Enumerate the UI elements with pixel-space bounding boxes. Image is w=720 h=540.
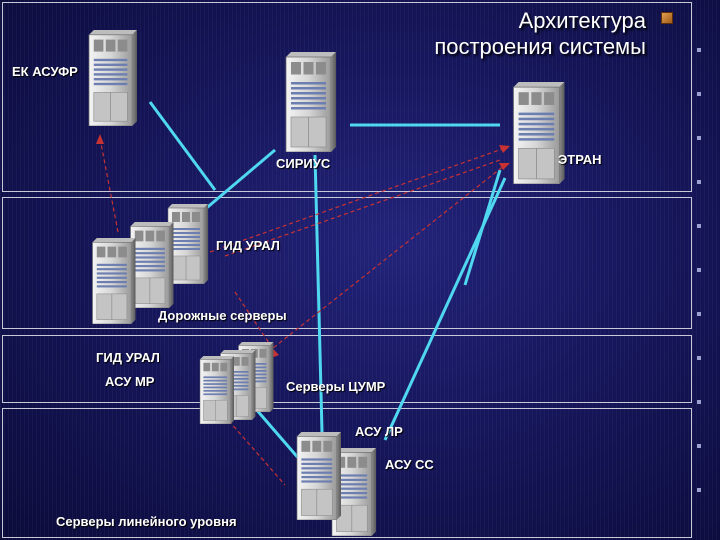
slide-title: Архитектура построения системы (434, 8, 646, 60)
margin-dot (697, 224, 701, 228)
title-bullet-icon (661, 12, 673, 24)
margin-dot (697, 180, 701, 184)
server-ek-asufr-icon (88, 30, 138, 126)
server-line-1-icon (296, 432, 342, 520)
margin-dot (697, 444, 701, 448)
dashed-road-etran (209, 147, 506, 253)
link-etran-line (383, 177, 507, 441)
label-asu-ss: АСУ СС (385, 457, 434, 472)
zone-road (2, 197, 692, 329)
zone-line (2, 408, 692, 538)
margin-dot (697, 400, 701, 404)
margin-dot (697, 48, 701, 52)
server-cumr-1-icon (199, 356, 235, 424)
margin-dot (697, 268, 701, 272)
solid-links (148, 101, 507, 461)
link-ek-road (148, 101, 217, 191)
server-etran-icon (512, 82, 566, 184)
server-road-1-icon (91, 238, 137, 324)
server-road-2-icon (129, 222, 175, 308)
label-etran: ЭТРАН (558, 152, 602, 167)
margin-dot (697, 92, 701, 96)
margin-dot (697, 356, 701, 360)
label-line-servers: Серверы линейного уровня (56, 514, 237, 529)
zone-central (2, 2, 692, 192)
server-sirius-icon (285, 52, 337, 152)
label-asu-lr: АСУ ЛР (355, 424, 403, 439)
label-sirius: СИРИУС (276, 156, 331, 171)
dashed-road-cumr (234, 291, 276, 353)
label-road-servers: Дорожные серверы (158, 308, 287, 323)
server-road-3-icon (167, 204, 209, 284)
link-sirius-line (313, 154, 324, 433)
link-cumr-line (253, 407, 302, 461)
zone-cumr (2, 335, 692, 403)
margin-dot (697, 488, 701, 492)
label-cumr-servers: Серверы ЦУМР (286, 379, 386, 394)
margin-dot (697, 312, 701, 316)
label-gid-ural-top: ГИД УРАЛ (216, 238, 280, 253)
dashed-cumr-etran (267, 164, 506, 353)
label-gid-ural-left: ГИД УРАЛ (96, 350, 160, 365)
label-asu-mr: АСУ МР (105, 374, 155, 389)
margin-dot (697, 136, 701, 140)
title-line-1: Архитектура (518, 8, 646, 33)
title-line-2: построения системы (434, 34, 646, 59)
dashed-road-ek (99, 137, 119, 233)
label-ek-asufr: ЕК АСУФР (12, 64, 78, 79)
